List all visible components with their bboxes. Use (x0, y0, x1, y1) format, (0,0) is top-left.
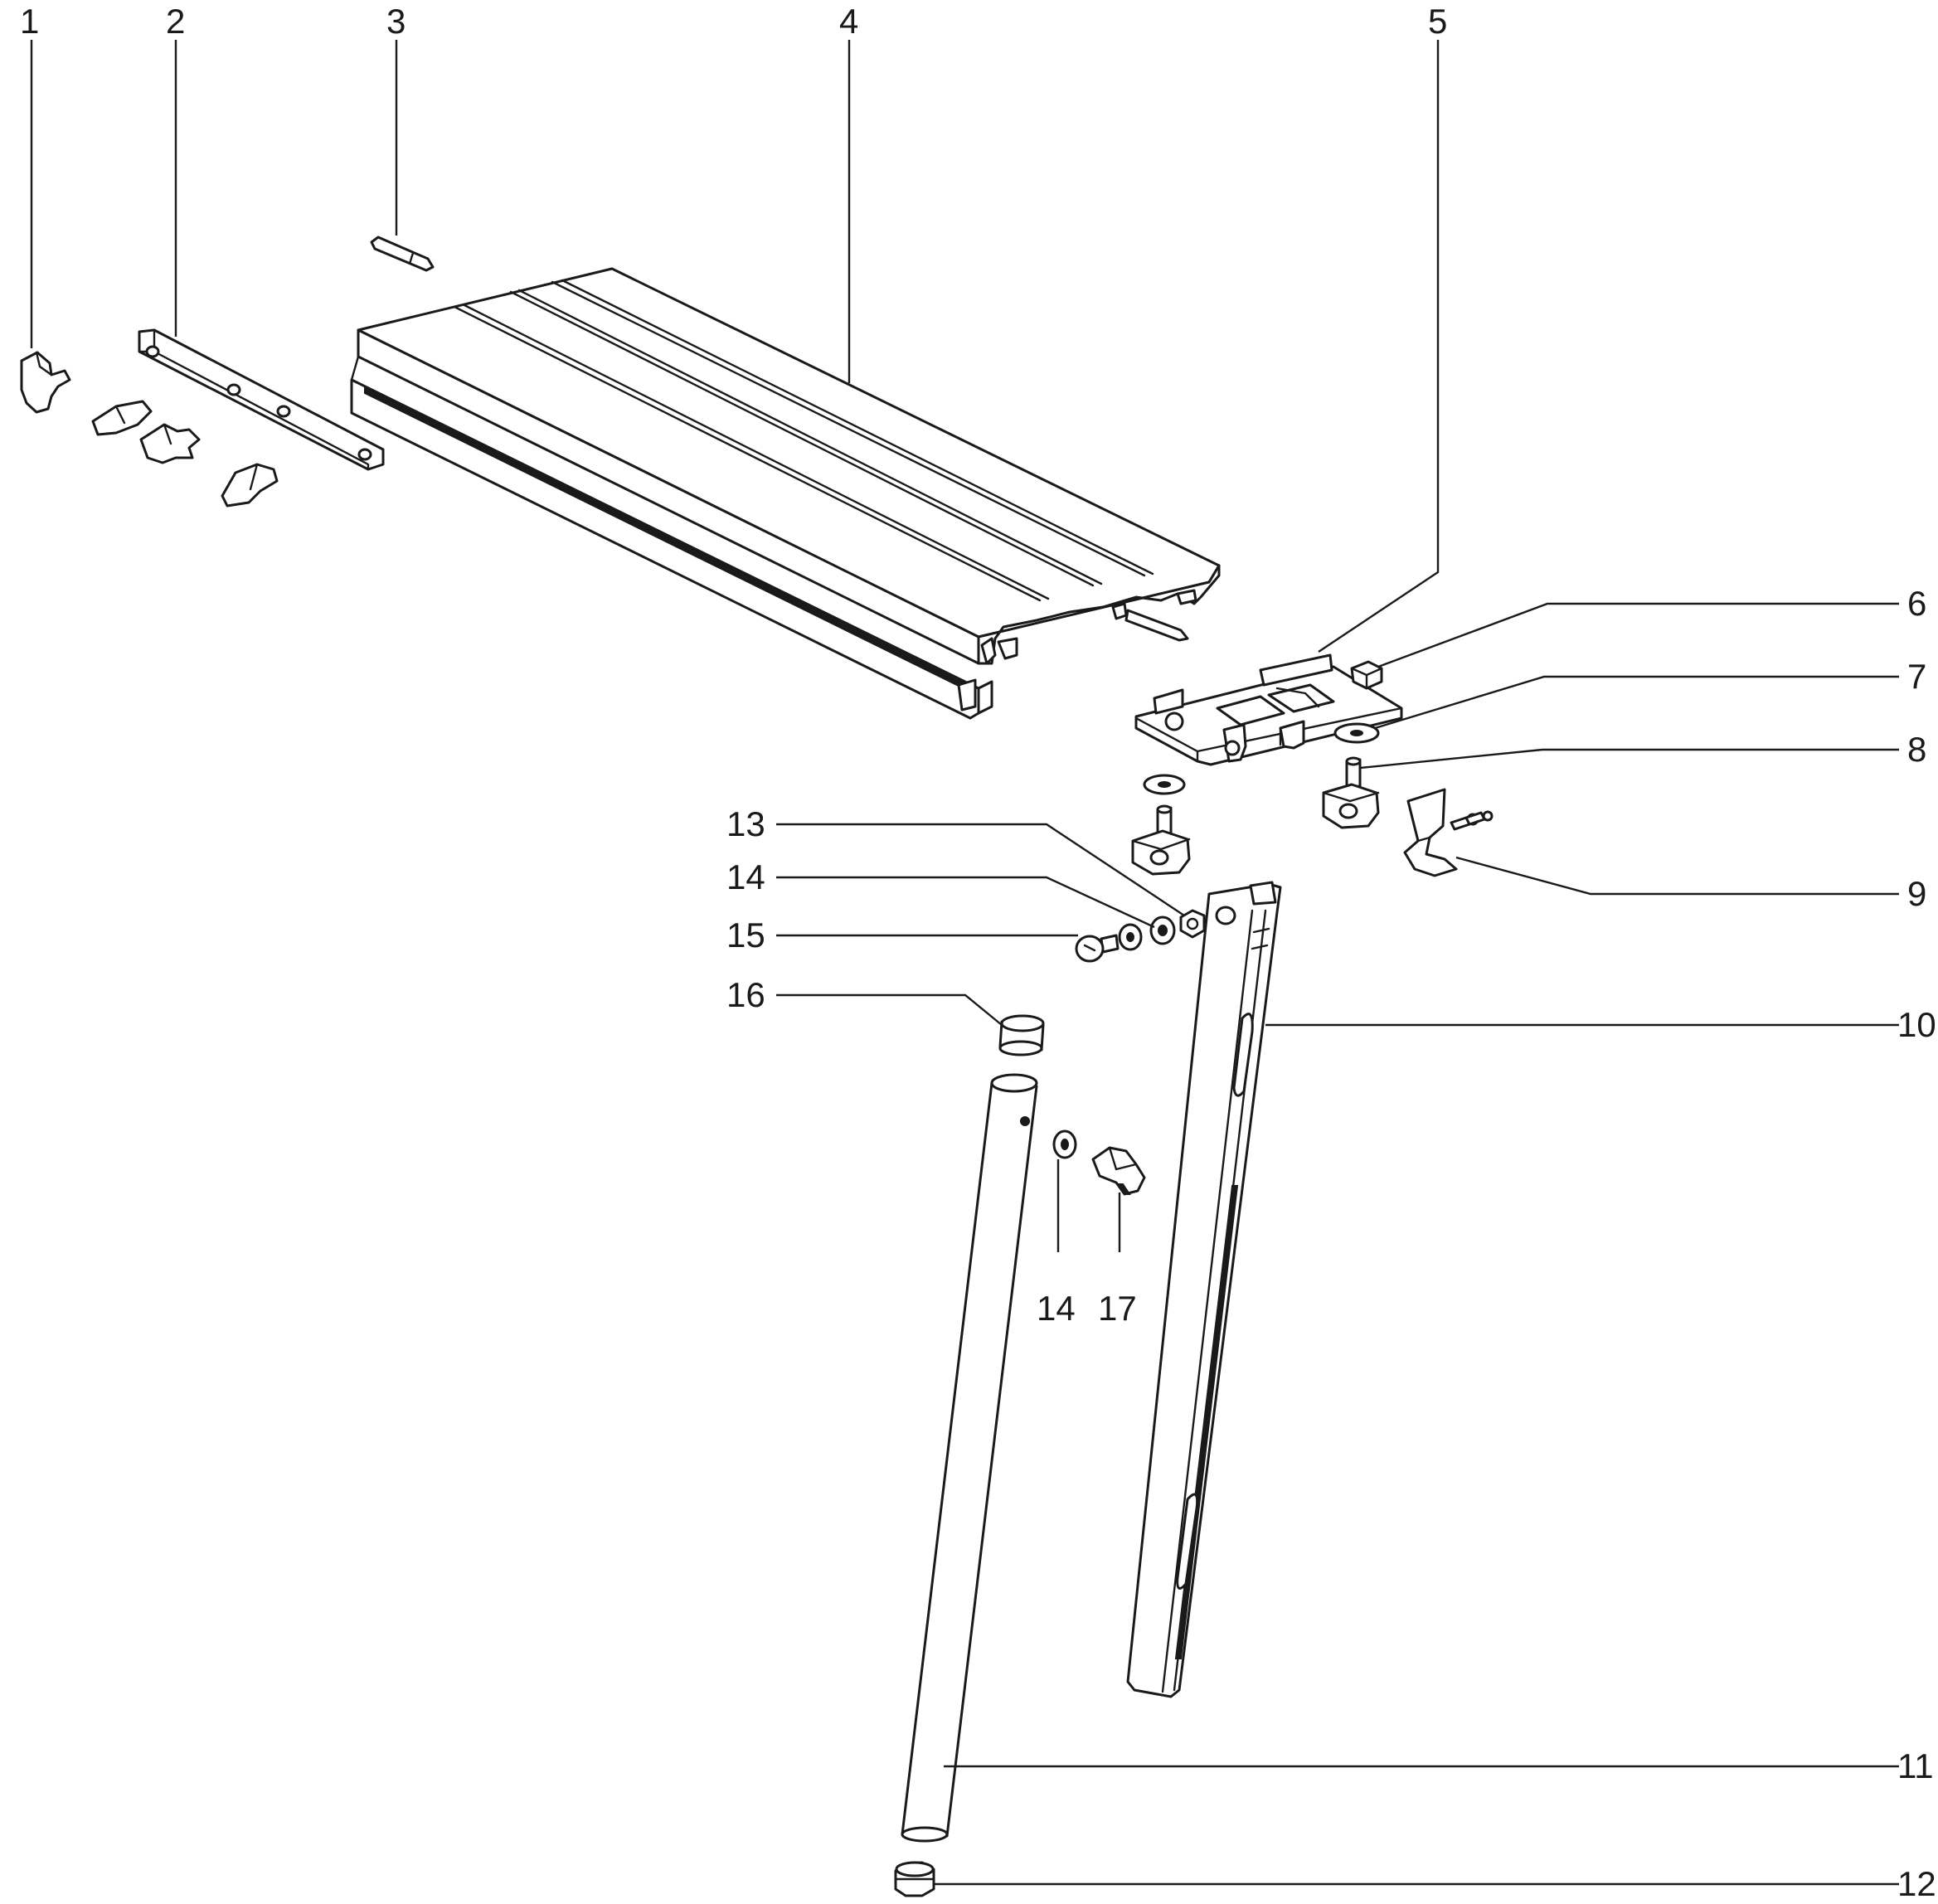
part-1-star-knob (20, 351, 71, 414)
callout-17: 17 (1098, 1289, 1137, 1328)
callout-12: 12 (1897, 1864, 1936, 1903)
part-7-washer (1333, 722, 1380, 744)
callout-14: 14 (726, 857, 765, 896)
callout-7: 7 (1907, 657, 1926, 696)
callout-4: 4 (839, 2, 858, 41)
part-6-nut (1350, 660, 1383, 690)
wing-knobs (91, 400, 279, 508)
part-17-wing-screw (1091, 1146, 1146, 1196)
callout-9: 9 (1907, 874, 1926, 913)
callout-8: 8 (1907, 730, 1926, 769)
callout-1: 1 (20, 2, 39, 41)
callout-10: 10 (1897, 1005, 1936, 1044)
callout-16: 16 (726, 975, 765, 1014)
leader-lines (30, 40, 1899, 1886)
part-2-rail (138, 328, 385, 471)
callout-labels: 1 2 3 4 5 6 7 8 9 10 11 12 13 14 15 16 1… (20, 2, 1936, 1903)
part-11-tube-leg (901, 1073, 1038, 1843)
callout-13: 13 (726, 804, 765, 843)
clamp-knob-left (1131, 804, 1191, 876)
callout-11: 11 (1897, 1746, 1934, 1785)
part-14-washer (1118, 916, 1176, 951)
part-4-table-extension (350, 267, 1221, 720)
callout-14-lower: 14 (1037, 1289, 1076, 1328)
callout-15: 15 (726, 916, 765, 954)
part-12-foot-cap (894, 1861, 935, 1897)
part-14-washer-lower (1052, 1129, 1077, 1159)
part-9-clip (1403, 788, 1494, 877)
part-3-pin (370, 236, 435, 272)
part-5-mounting-bracket (1134, 653, 1403, 766)
part-15-bolt (1075, 934, 1120, 963)
callout-6: 6 (1907, 584, 1926, 623)
part-8-clamp-knob (1322, 756, 1380, 829)
callout-2: 2 (166, 2, 185, 41)
washer-left (1143, 774, 1186, 795)
part-13-nut (1179, 909, 1206, 939)
part-16-bushing (998, 1014, 1045, 1056)
callout-3: 3 (386, 2, 406, 41)
callout-5: 5 (1428, 2, 1447, 41)
part-10-folding-leg (1126, 881, 1282, 1698)
